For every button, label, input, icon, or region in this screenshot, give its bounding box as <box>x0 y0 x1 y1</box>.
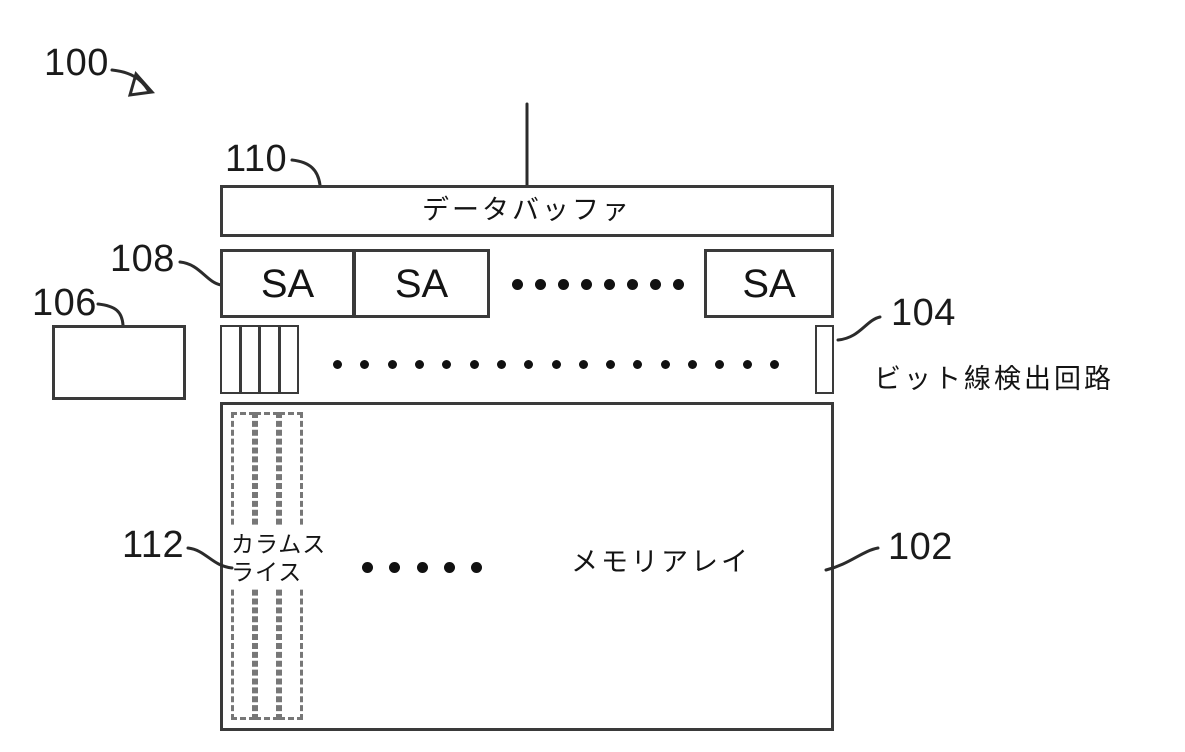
ellipsis-dot <box>362 562 373 573</box>
ellipsis-dot <box>715 360 725 369</box>
data-buffer-block: データバッファ <box>220 185 834 237</box>
sense-amp-label-2: SA <box>394 261 449 306</box>
column-slice-label-line1: カラムス <box>231 532 327 558</box>
ellipsis-dot <box>673 279 684 290</box>
bit-line-cell-4 <box>281 327 298 392</box>
ellipsis-dot <box>524 360 534 369</box>
bit-line-cells-group <box>220 325 299 394</box>
reference-numeral-110: 110 <box>225 138 288 180</box>
reference-numeral-100: 100 <box>44 42 109 84</box>
ellipsis-dot <box>606 360 616 369</box>
ellipsis-dot <box>535 279 546 290</box>
reference-numeral-112: 112 <box>122 524 185 566</box>
ellipsis-dot <box>387 360 397 369</box>
ellipsis-dot <box>443 562 455 573</box>
memory-array-label: メモリアレイ <box>571 547 751 578</box>
ellipsis-dot <box>496 360 506 369</box>
sense-amp-ellipsis <box>512 279 684 290</box>
bit-line-cell-1 <box>222 327 239 392</box>
ellipsis-dot <box>442 360 452 369</box>
ellipsis-dot <box>633 360 643 369</box>
sense-amp-block-3: SA <box>704 249 834 318</box>
ellipsis-dot <box>389 562 401 573</box>
column-slice-label-backdrop <box>229 527 309 589</box>
bit-line-cell-3 <box>261 327 278 392</box>
ellipsis-dot <box>360 360 370 369</box>
bit-line-cell-divider-1 <box>238 327 242 392</box>
ellipsis-dot <box>333 360 342 369</box>
ellipsis-dot <box>581 279 592 290</box>
ellipsis-dot <box>650 279 661 290</box>
bit-line-cell-divider-3 <box>277 327 281 392</box>
sense-amp-label-3: SA <box>742 261 796 306</box>
reference-numeral-104: 104 <box>891 292 956 334</box>
ellipsis-dot <box>742 360 752 369</box>
data-buffer-label: データバッファ <box>422 195 632 227</box>
ellipsis-dot <box>688 360 698 369</box>
bit-line-cell-2 <box>242 327 259 392</box>
column-slice-label-line2: ライス <box>231 560 303 587</box>
reference-numeral-108: 108 <box>110 238 175 280</box>
reference-numeral-102: 102 <box>888 526 953 568</box>
ellipsis-dot <box>469 360 479 369</box>
memory-array-block <box>220 402 834 731</box>
ellipsis-dot <box>471 562 482 573</box>
bit-line-ellipsis <box>333 359 779 370</box>
bit-line-cell-divider-2 <box>258 327 261 392</box>
left-peripheral-block <box>52 325 186 400</box>
ellipsis-dot <box>660 360 670 369</box>
bit-line-detect-label: ビット線検出回路 <box>874 364 1114 395</box>
column-slice-label: カラムス ライス <box>231 531 351 587</box>
reference-numeral-106: 106 <box>32 282 97 324</box>
sense-amp-block-2: SA <box>353 249 490 318</box>
ellipsis-dot <box>416 562 428 573</box>
bit-line-cell-last <box>815 325 834 394</box>
ellipsis-dot <box>512 279 523 290</box>
ellipsis-dot <box>578 360 588 369</box>
sense-amp-block-1: SA <box>220 249 355 318</box>
ellipsis-dot <box>558 279 569 290</box>
ellipsis-dot <box>604 279 615 290</box>
sense-amp-label-1: SA <box>260 261 315 306</box>
ellipsis-dot <box>414 360 424 369</box>
ellipsis-dot <box>770 360 779 369</box>
ellipsis-dot <box>551 360 561 369</box>
memory-array-ellipsis <box>362 562 482 573</box>
ellipsis-dot <box>627 279 638 290</box>
